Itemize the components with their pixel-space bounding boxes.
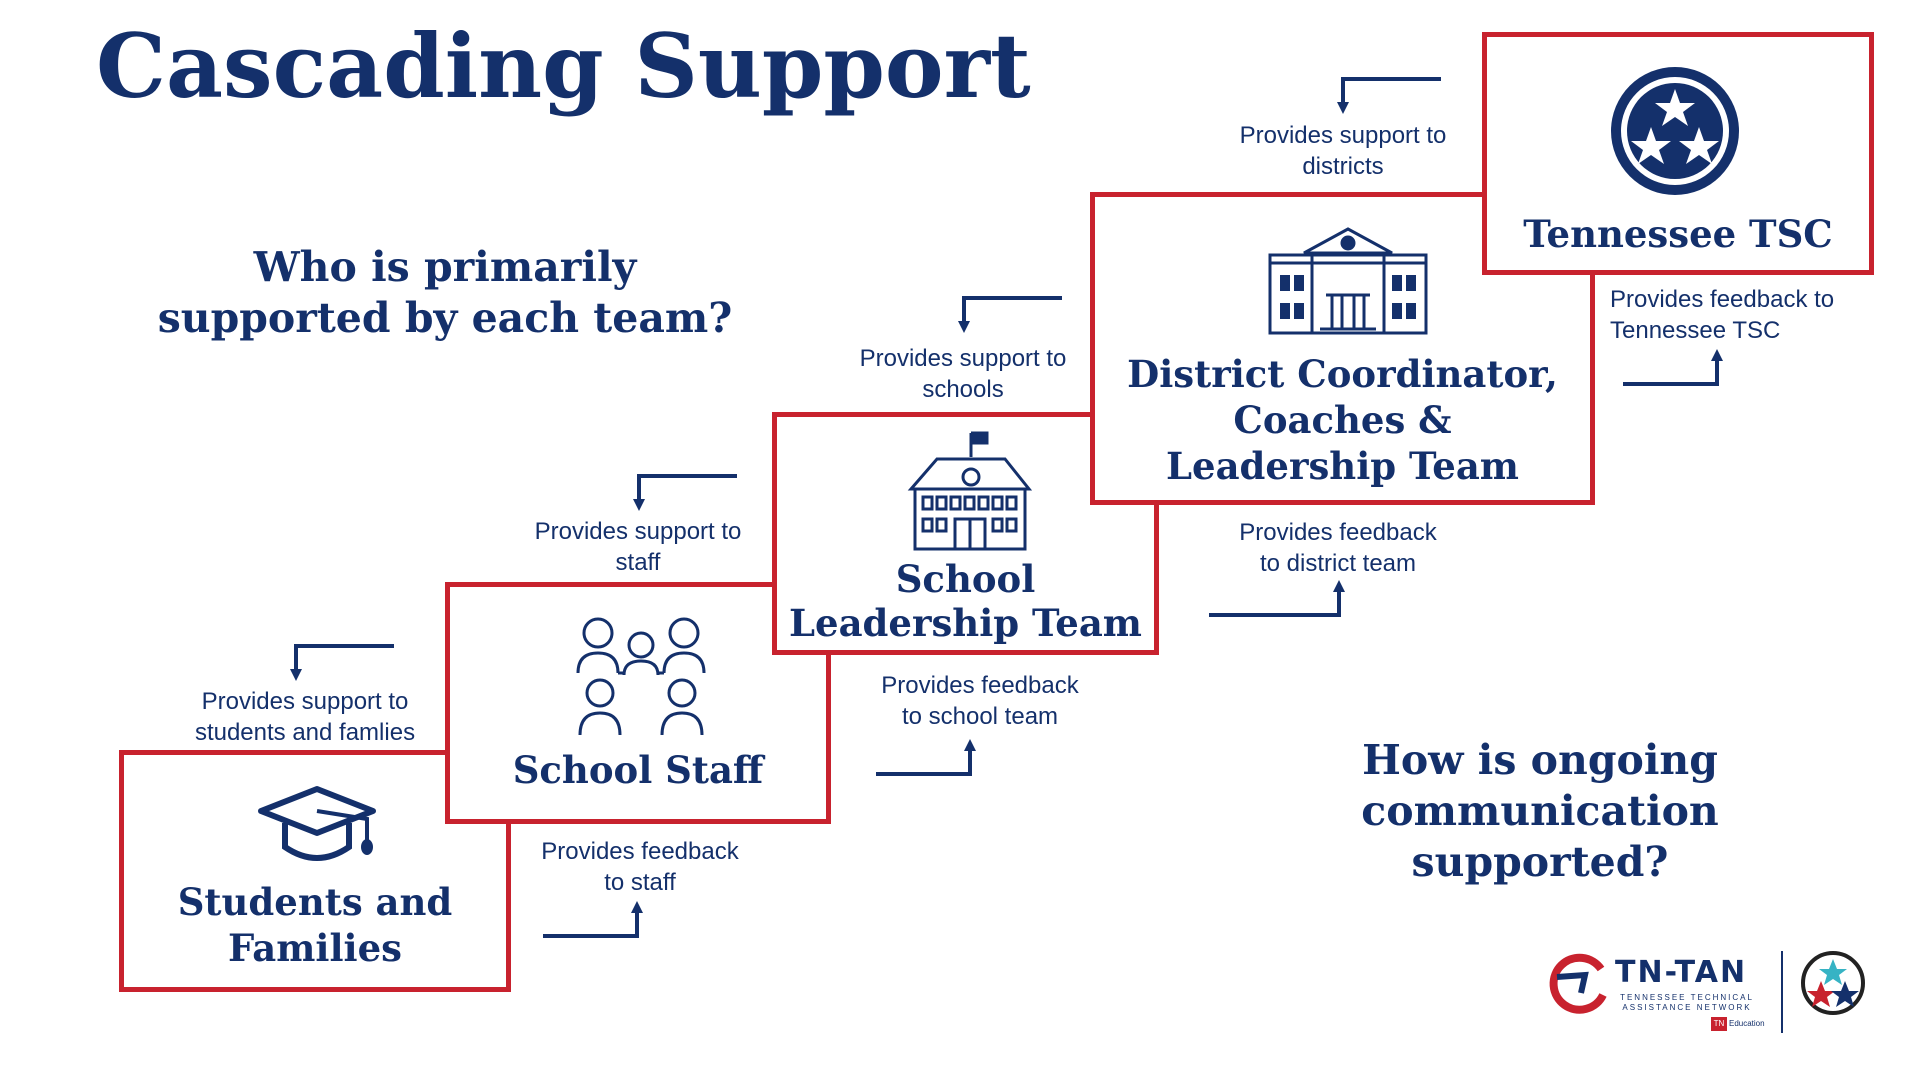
tennessee-stars-icon	[1611, 67, 1739, 195]
tennessee-tsc-box: Tennessee TSC	[1482, 32, 1874, 275]
support-schools-note: Provides support to schools	[859, 345, 1067, 403]
feedback-district-team-note: Provides feedback to district team	[1239, 519, 1437, 577]
tn-education-text: Education	[1729, 1019, 1765, 1028]
feedback-staff-note: Provides feedback to staff	[541, 838, 739, 896]
support-schools-arrow-icon	[958, 296, 1062, 333]
district-building-icon	[1268, 227, 1428, 335]
district-label: District Coordinator, Coaches & Leadersh…	[1127, 352, 1558, 488]
support-staff-arrow-icon	[633, 474, 737, 511]
page-title: Cascading Support	[96, 14, 1031, 118]
school-staff-box: School Staff	[445, 582, 831, 824]
school-building-icon	[907, 431, 1032, 551]
feedback-school-team-note: Provides feedback to school team	[881, 672, 1079, 730]
tn-tan-logo-text: TN-TAN	[1615, 955, 1748, 990]
school-staff-label: School Staff	[512, 748, 764, 792]
feedback-tsc-arrow-icon	[1623, 349, 1723, 386]
tn-tan-swirl-icon	[1549, 953, 1607, 1014]
feedback-staff-arrow-icon	[543, 901, 643, 938]
support-staff-note: Provides support to staff	[534, 518, 742, 576]
feedback-school-team-arrow-icon	[876, 739, 976, 776]
tennessee-stars-logo-icon	[1801, 951, 1865, 1015]
logo-area: TN-TAN TENNESSEE TECHNICAL ASSISTANCE NE…	[1545, 945, 1865, 1045]
communication-question: How is ongoing communication supported?	[1361, 736, 1719, 886]
primary-support-question: Who is primarily supported by each team?	[157, 243, 733, 342]
feedback-district-team-arrow-icon	[1209, 580, 1345, 617]
feedback-tsc-note: Provides feedback to Tennessee TSC	[1610, 286, 1835, 344]
logo-divider	[1781, 951, 1783, 1033]
tennessee-tsc-label: Tennessee TSC	[1523, 212, 1833, 256]
support-districts-note: Provides support to districts	[1239, 122, 1447, 180]
tn-tan-subtitle: TENNESSEE TECHNICAL ASSISTANCE NETWORK	[1620, 993, 1754, 1012]
people-group-icon	[576, 617, 706, 736]
support-students-note: Provides support to students and famlies	[194, 688, 416, 746]
school-leadership-label: School Leadership Team	[789, 557, 1142, 645]
students-families-label: Students and Families	[177, 880, 453, 970]
tn-badge: TN	[1711, 1017, 1727, 1031]
graduation-cap-icon	[258, 786, 376, 861]
support-students-arrow-icon	[290, 644, 394, 681]
support-districts-arrow-icon	[1337, 77, 1441, 114]
